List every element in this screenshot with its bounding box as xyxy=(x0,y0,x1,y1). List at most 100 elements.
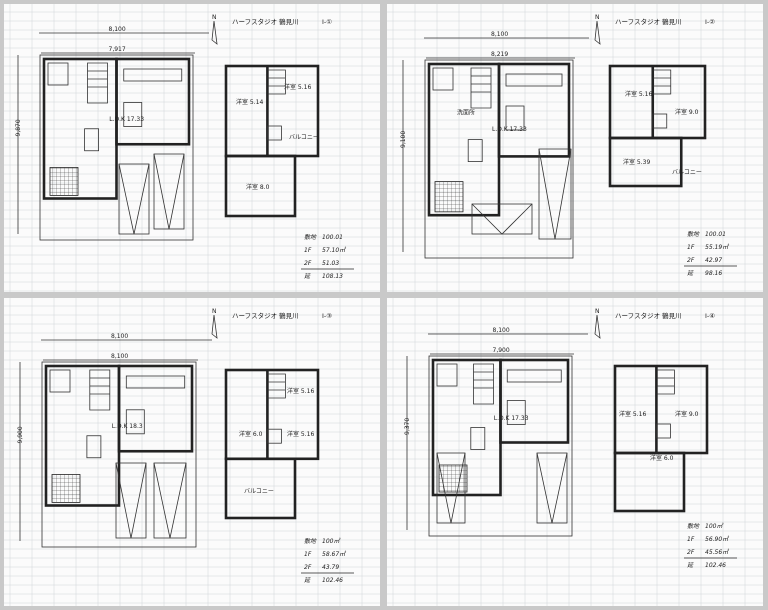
dining-table xyxy=(506,400,526,425)
area-value: 102.46 xyxy=(322,577,343,584)
sofa xyxy=(470,427,486,450)
dimension-top: 8,100 xyxy=(491,31,508,38)
entrance-tile xyxy=(434,181,464,213)
room-label: 洋室 6.0 xyxy=(650,454,674,462)
room-label: 洋室 5.16 xyxy=(287,387,314,395)
area-label: 1F xyxy=(687,536,695,543)
second-floor-plan: 洋室 5.16 洋室 9.0 洋室 5.39 バルコニー xyxy=(608,64,707,188)
entrance-tile xyxy=(438,464,468,493)
area-label: 2F xyxy=(687,257,695,264)
area-value: 100.01 xyxy=(705,231,726,238)
bathtub xyxy=(47,62,69,86)
area-value: 57.10㎡ xyxy=(322,246,347,254)
north-arrow-icon xyxy=(211,20,218,45)
area-label: 延 xyxy=(304,272,311,280)
dimension-inner: 7,917 xyxy=(109,46,126,53)
area-label: 敷地 xyxy=(687,230,700,238)
parking-space xyxy=(538,148,572,240)
dimension-top: 8,100 xyxy=(111,333,128,340)
area-label: 2F xyxy=(304,564,312,571)
site-boundary xyxy=(41,361,197,548)
room-label: L.D.K 17.33 xyxy=(494,415,529,422)
area-label: 敷地 xyxy=(304,233,317,241)
entrance-tile xyxy=(51,474,81,503)
area-label: 延 xyxy=(687,269,694,277)
toilet-room xyxy=(652,113,668,129)
site-boundary xyxy=(424,59,574,259)
room-label: 洋室 5.39 xyxy=(623,158,650,166)
bathtub xyxy=(436,363,458,387)
north-label: N xyxy=(212,14,217,21)
area-label: 2F xyxy=(304,260,312,267)
room-label: 洋室 6.0 xyxy=(239,430,263,438)
plan-title: ハーフスタジオ 鶴見川 xyxy=(615,311,682,320)
entrance-tile xyxy=(49,167,79,196)
room-label: 洋室 9.0 xyxy=(675,108,699,116)
dimension-top: 8,100 xyxy=(109,26,126,33)
dimension-left: 9,100 xyxy=(400,131,407,148)
toilet-room xyxy=(266,125,282,141)
dimension-top: 8,100 xyxy=(493,327,510,334)
plan-id: I-① xyxy=(322,18,332,26)
bathtub xyxy=(49,369,71,393)
room-label: L.D.K 17.33 xyxy=(492,126,527,133)
room-label: 洋室 5.16 xyxy=(625,90,652,98)
area-label: 延 xyxy=(687,561,694,569)
north-arrow-icon xyxy=(594,314,601,339)
area-value: 58.67㎡ xyxy=(322,550,347,558)
area-value: 51.03 xyxy=(322,260,339,267)
north-arrow-icon xyxy=(594,20,601,45)
kitchen-counter xyxy=(123,68,183,82)
plan-id: I-② xyxy=(705,18,715,26)
room-label: バルコニー xyxy=(244,488,274,495)
area-label: 1F xyxy=(304,551,312,558)
plan-title: ハーフスタジオ 鶴見川 xyxy=(232,17,299,26)
dimension-inner: 7,900 xyxy=(493,347,510,354)
staircase xyxy=(267,69,286,95)
staircase xyxy=(267,373,286,399)
toilet-room xyxy=(655,423,671,439)
sofa xyxy=(467,139,483,163)
dimension-inner: 8,219 xyxy=(491,51,508,58)
area-value: 100㎡ xyxy=(322,537,341,545)
staircase xyxy=(89,369,111,411)
dimension-left: 9,370 xyxy=(404,418,411,435)
area-label: 延 xyxy=(304,576,311,584)
plan-title: ハーフスタジオ 鶴見川 xyxy=(615,17,682,26)
room-label: 洋室 5.14 xyxy=(236,98,263,106)
area-value: 45.56㎡ xyxy=(705,548,730,556)
area-label: 敷地 xyxy=(687,522,700,530)
area-value: 102.46 xyxy=(705,562,726,569)
plan-title: ハーフスタジオ 鶴見川 xyxy=(232,311,299,320)
area-value: 55.19㎡ xyxy=(705,243,730,251)
kitchen-counter xyxy=(505,73,563,87)
room-label: 洋室 5.16 xyxy=(284,83,311,91)
site-boundary xyxy=(39,54,194,241)
room-label: L.D.K 18.3 xyxy=(112,423,143,430)
bathtub xyxy=(432,67,454,91)
room-label: 洋室 5.16 xyxy=(619,410,646,418)
area-value: 98.16 xyxy=(705,270,722,277)
area-label: 2F xyxy=(687,549,695,556)
staircase xyxy=(470,67,492,109)
room-label: バルコニー xyxy=(289,134,319,141)
area-value: 43.79 xyxy=(322,564,339,571)
dimension-left: 9,870 xyxy=(15,119,22,136)
area-value: 108.13 xyxy=(322,273,343,280)
north-label: N xyxy=(595,308,600,315)
parking-space xyxy=(118,163,150,235)
second-floor-plan: 洋室 5.16 洋室 6.0 洋室 5.16 バルコニー xyxy=(224,368,320,520)
toilet-room xyxy=(266,428,282,444)
first-floor-plan: L.D.K 18.3 xyxy=(44,364,194,507)
dining-table xyxy=(505,105,525,131)
room-label: バルコニー xyxy=(672,169,702,176)
room-label: 洋室 5.16 xyxy=(287,430,314,438)
